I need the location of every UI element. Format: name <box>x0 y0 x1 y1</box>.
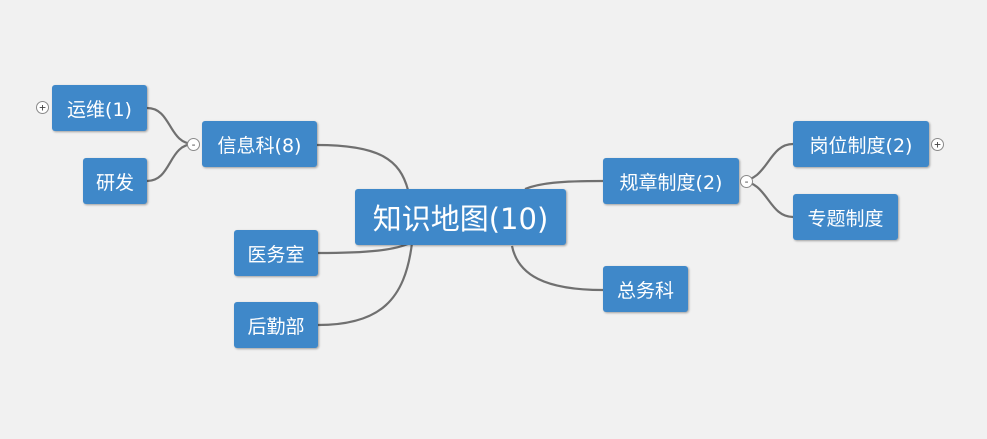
node-yanfa[interactable]: 研发 <box>83 158 147 204</box>
node-yunwei[interactable]: 运维(1) <box>52 85 147 131</box>
collapse-toggle-guizhang[interactable]: - <box>740 175 753 188</box>
node-zhuanti[interactable]: 专题制度 <box>793 194 898 240</box>
connector-xinxike-yunwei <box>146 106 195 146</box>
expand-toggle-gangwei[interactable]: + <box>931 138 944 151</box>
node-guizhang-label: 规章制度(2) <box>619 171 723 194</box>
connector-root-houqinbu <box>317 242 414 327</box>
node-gangwei-label: 岗位制度(2) <box>809 134 913 157</box>
node-xinxike[interactable]: 信息科(8) <box>202 121 317 167</box>
connector-root-xinxike <box>316 143 410 191</box>
node-yiwushi-label: 医务室 <box>247 243 305 266</box>
node-zhuanti-label: 专题制度 <box>807 207 884 230</box>
node-yanfa-label: 研发 <box>95 171 134 194</box>
node-houqinbu-label: 后勤部 <box>247 315 305 338</box>
node-yunwei-label: 运维(1) <box>67 98 132 121</box>
node-zongwuke[interactable]: 总务科 <box>603 266 688 312</box>
root-node-label: 知识地图(10) <box>372 202 549 236</box>
connector-root-zongwuke <box>510 245 604 292</box>
expand-toggle-yunwei[interactable]: + <box>36 101 49 114</box>
connector-xinxike-yanfa <box>146 142 195 183</box>
connector-root-guizhang <box>524 179 604 191</box>
node-xinxike-label: 信息科(8) <box>217 134 302 157</box>
node-yiwushi[interactable]: 医务室 <box>234 230 318 276</box>
node-houqinbu[interactable]: 后勤部 <box>234 302 318 348</box>
node-zongwuke-label: 总务科 <box>616 279 674 302</box>
collapse-toggle-xinxike[interactable]: - <box>187 138 200 151</box>
node-guizhang[interactable]: 规章制度(2) <box>603 158 739 204</box>
root-node[interactable]: 知识地图(10) <box>355 189 566 245</box>
node-gangwei[interactable]: 岗位制度(2) <box>793 121 929 167</box>
